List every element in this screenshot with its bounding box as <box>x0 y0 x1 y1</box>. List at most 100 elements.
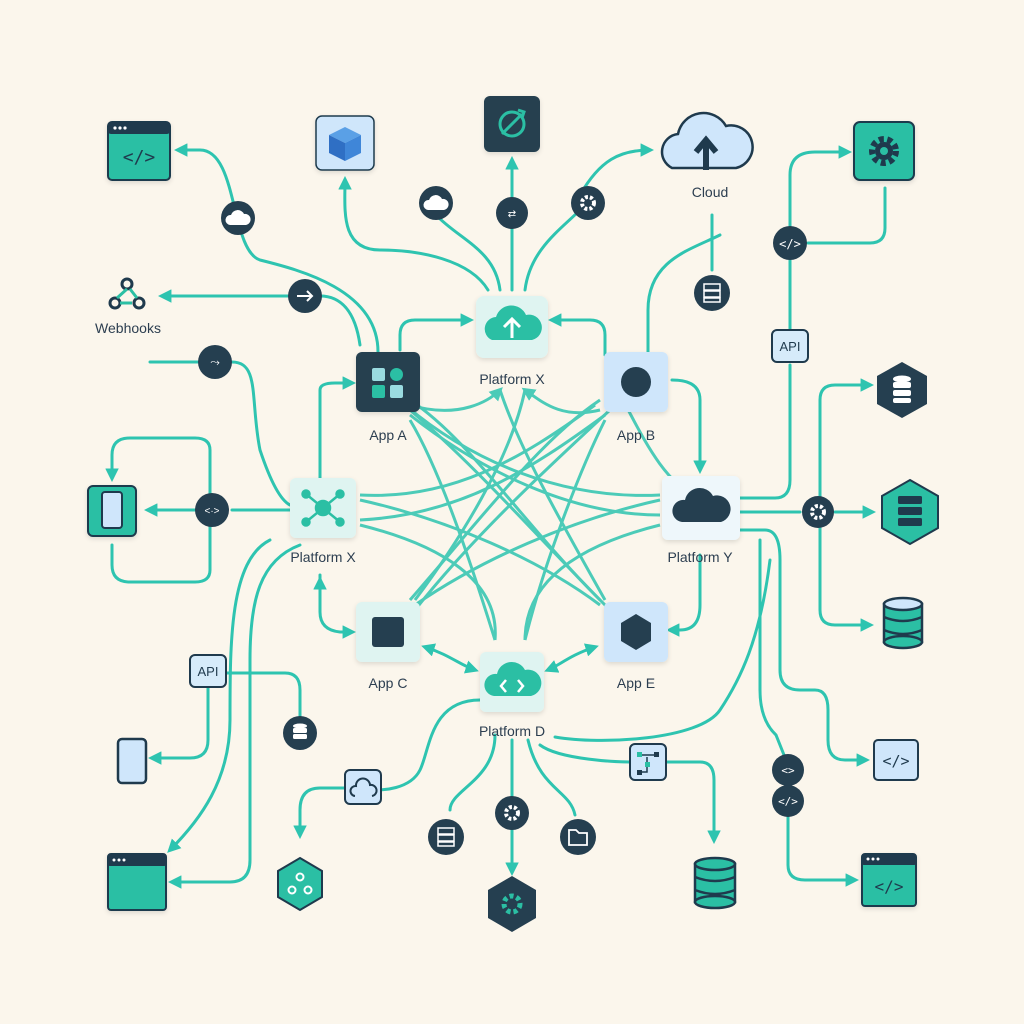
tablet-tile-left[interactable] <box>87 485 137 537</box>
cloud-label: Cloud <box>692 184 729 200</box>
platform-d-node[interactable] <box>480 652 544 712</box>
folder-badge[interactable] <box>560 819 596 855</box>
mobile-phone-left[interactable] <box>116 737 148 785</box>
gear-icon <box>504 805 520 821</box>
api-badge-left[interactable]: API <box>189 654 227 688</box>
code-icon: </> <box>875 877 904 896</box>
webhooks-hex-bottom[interactable] <box>277 856 323 912</box>
fork-badge[interactable]: ⤳ <box>198 345 232 379</box>
webhooks-icon <box>287 872 313 895</box>
folder-icon <box>568 829 588 846</box>
central-connections <box>359 387 701 641</box>
tablet-icon <box>101 491 123 529</box>
cloud-upload-badge-2[interactable] <box>419 186 453 220</box>
settings-hex-bottom[interactable] <box>488 876 536 932</box>
database-bottom-right[interactable] <box>882 596 924 650</box>
square-icon <box>372 617 404 647</box>
platform-x-left-label: Platform X <box>290 549 356 565</box>
transform-badge[interactable]: ⇄ <box>496 197 528 229</box>
database-icon <box>293 723 307 739</box>
cube-tile[interactable] <box>315 115 375 171</box>
server-hex-mid[interactable] <box>881 478 939 546</box>
app-c-node[interactable] <box>356 602 420 662</box>
settings-badge-bottom[interactable] <box>495 796 529 830</box>
cloud-upload-icon <box>484 305 542 340</box>
app-a-node[interactable] <box>356 352 420 412</box>
fork-icon: ⤳ <box>210 355 220 369</box>
api-badge-right[interactable]: API <box>771 329 809 363</box>
database-icon <box>693 856 737 910</box>
code-icon: </> <box>779 237 801 251</box>
code-icon: <> <box>781 764 795 777</box>
cloud-download-icon <box>349 777 378 797</box>
settings-tile-top-right[interactable] <box>853 121 915 181</box>
server-badge[interactable] <box>694 275 730 311</box>
arrow-badge[interactable] <box>288 279 322 313</box>
sync-tile[interactable] <box>484 96 540 152</box>
database-icon <box>893 375 911 403</box>
code-badge-top-right[interactable]: </> <box>773 226 807 260</box>
gear-icon <box>501 893 523 915</box>
platform-x-top-label: Platform X <box>479 371 545 387</box>
database-icon <box>882 596 924 650</box>
gear-icon <box>869 136 899 166</box>
cloud-upload-badge-1[interactable] <box>221 201 255 235</box>
app-a-label: App A <box>369 427 407 443</box>
code-icon: </> <box>123 147 156 168</box>
server-icon <box>437 827 455 847</box>
app-c-label: App C <box>369 675 408 691</box>
code-icon: </> <box>882 752 909 770</box>
outer-connections <box>105 143 887 889</box>
webhooks-icon <box>108 277 146 310</box>
settings-badge-right[interactable] <box>802 496 834 528</box>
flowchart-icon <box>637 752 659 775</box>
cloud-upload-icon <box>225 210 251 225</box>
circle-icon <box>621 367 651 397</box>
app-e-label: App E <box>617 675 655 691</box>
network-hub-icon <box>301 489 345 527</box>
api-label-right: API <box>780 339 801 354</box>
code-window-bottom-right[interactable]: </> <box>861 853 917 907</box>
server-icon <box>898 496 922 526</box>
server-icon <box>703 283 721 303</box>
cloud-download-tile[interactable] <box>344 769 382 805</box>
arrow-right-icon <box>297 290 314 302</box>
platform-x-left-node[interactable] <box>290 478 356 538</box>
code-icon: </> <box>778 795 798 808</box>
cloud-upload-icon <box>423 195 449 210</box>
hexagon-icon <box>621 614 651 650</box>
gear-icon <box>810 504 826 520</box>
swap-badge-left[interactable]: <·> <box>195 493 229 527</box>
swap-icon: <·> <box>204 506 219 517</box>
transform-icon: ⇄ <box>508 209 516 220</box>
api-label-left: API <box>198 664 219 679</box>
cloud-icon <box>672 487 731 522</box>
grid-icon <box>372 368 403 398</box>
code-window-top-left[interactable]: </> <box>107 121 171 181</box>
cube-icon <box>329 127 361 161</box>
cloud-upload-large[interactable] <box>660 111 754 170</box>
app-e-node[interactable] <box>604 602 668 662</box>
platform-y-label: Platform Y <box>667 549 733 565</box>
sync-icon <box>498 108 526 138</box>
server-badge-bottom[interactable] <box>428 819 464 855</box>
gear-icon <box>580 195 596 211</box>
flow-tile[interactable] <box>629 743 667 781</box>
cloud-code-icon <box>484 661 542 696</box>
phone-icon <box>116 737 148 785</box>
code-badge-lower-2[interactable]: </> <box>772 785 804 817</box>
browser-window-bottom-left[interactable] <box>107 853 167 911</box>
webhooks-node[interactable] <box>108 277 146 310</box>
app-b-node[interactable] <box>604 352 668 412</box>
code-tile-right[interactable]: </> <box>873 739 919 781</box>
code-badge-lower-1[interactable]: <> <box>772 754 804 786</box>
platform-x-top-node[interactable] <box>476 296 548 358</box>
database-hex-top[interactable] <box>877 362 927 418</box>
database-bottom-center-right[interactable] <box>693 856 737 910</box>
database-badge-left[interactable] <box>283 716 317 750</box>
app-b-label: App B <box>617 427 655 443</box>
platform-d-label: Platform D <box>479 723 545 739</box>
settings-badge-top[interactable] <box>571 186 605 220</box>
platform-y-node[interactable] <box>662 476 740 540</box>
